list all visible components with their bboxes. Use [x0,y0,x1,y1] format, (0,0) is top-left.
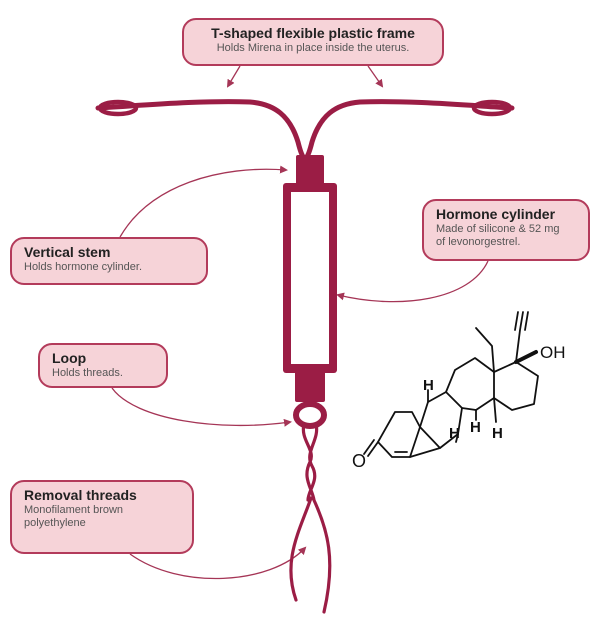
callout-removal-threads: Removal threads Monofilament brown polye… [10,480,194,554]
arrow-frame-right [367,65,384,88]
callout-hormone-cylinder: Hormone cylinder Made of silicone & 52 m… [422,199,590,261]
stem-top-cap [296,155,324,185]
hydrogen-label-4: H [492,425,503,442]
arm-end-loop-left [97,99,139,117]
levonorgestrel-structure [363,311,539,458]
hydroxyl-label: OH [540,343,566,362]
hormone-cylinder-inner [291,192,329,364]
callout-loop-desc: Holds threads. [52,367,123,379]
callout-vertical-stem: Vertical stem Holds hormone cylinder. [10,237,208,285]
ketone-bond-2 [363,439,375,455]
callout-stem-title: Vertical stem [24,244,111,260]
ring-a [377,411,421,458]
arrow-frame-left [226,65,241,88]
callout-hormone-title: Hormone cylinder [436,206,556,222]
callout-threads-desc-1: Monofilament brown [24,504,124,516]
hydrogen-label-2: H [449,425,460,442]
hydrogen-label-1: H [423,377,434,394]
t-frame-arms [95,99,515,161]
carbonyl-oxygen-label: O [352,451,367,471]
ketone-bond [367,441,379,457]
callout-hormone-desc-1: Made of silicone & 52 mg [436,223,560,235]
callout-frame: T-shaped flexible plastic frame Holds Mi… [182,18,444,66]
connector-arrows [111,65,489,580]
arm-end-loop-right [471,99,513,117]
callout-threads-desc-2: polyethylene [24,517,86,529]
stem-bottom-cap [295,370,325,402]
arrow-stem [119,165,288,238]
arrow-threads [129,546,307,580]
removal-threads [289,422,332,614]
ring-d [493,361,539,411]
callout-loop-title: Loop [52,350,87,366]
callout-threads-title: Removal threads [24,487,137,503]
callout-frame-desc: Holds Mirena in place inside the uterus. [216,42,410,54]
hydrogen-label-3: H [470,419,481,436]
callout-hormone-desc-2: of levonorgestrel. [436,236,521,248]
arrow-hormone [336,260,489,303]
ethynyl-triple-1 [514,311,519,331]
callout-loop: Loop Holds threads. [38,343,168,388]
ring-b-link [409,447,441,458]
ethynyl-group [515,311,524,363]
ethynyl-triple-2 [524,311,529,331]
callout-stem-desc: Holds hormone cylinder. [24,261,143,273]
ring-c [445,357,495,411]
arrow-loop [111,387,292,427]
hydroxyl-bond [514,350,538,364]
callout-frame-title: T-shaped flexible plastic frame [211,25,415,41]
stem-loop [293,401,327,429]
iud-device [95,99,515,614]
ethyl-group [475,327,495,373]
h-bond-2 [455,433,459,443]
h-bond-4 [493,397,497,423]
